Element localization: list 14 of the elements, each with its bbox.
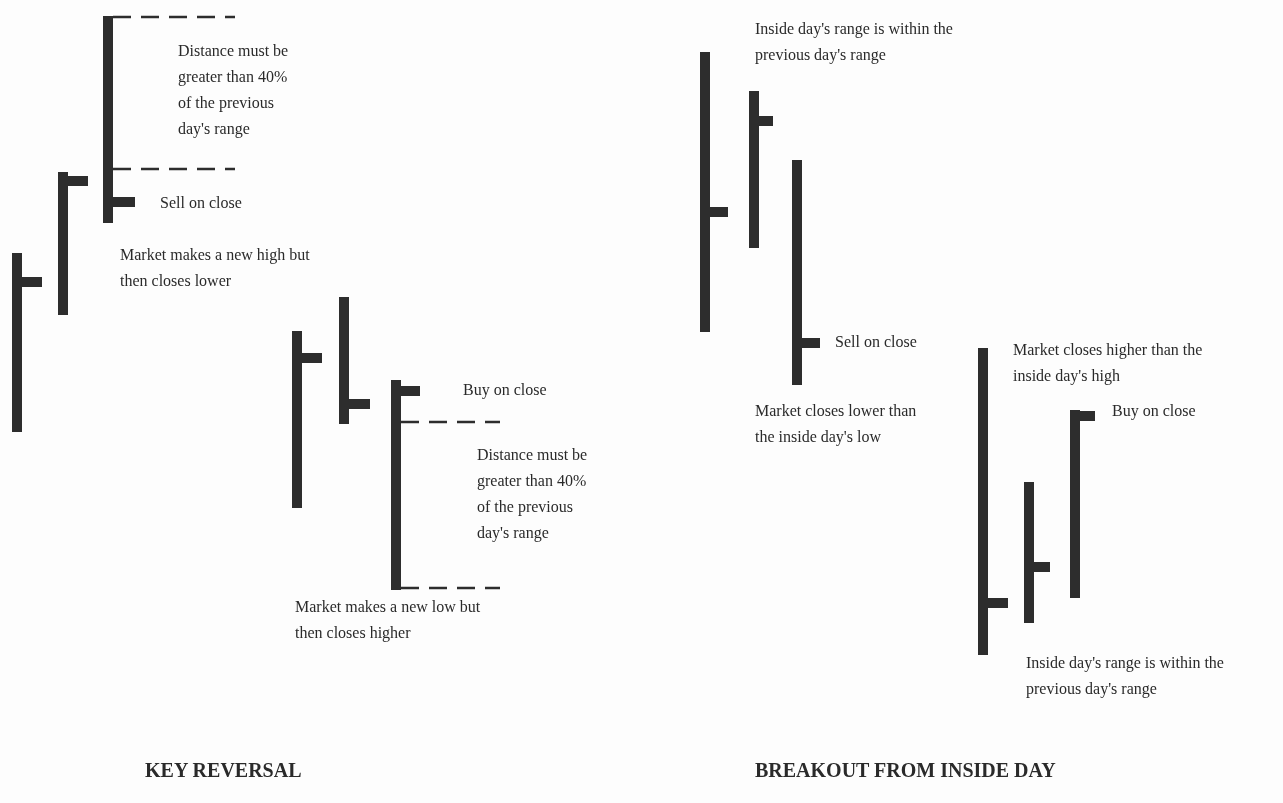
annotation-text: Distance must be greater than 40% of the previous day's range [178, 41, 290, 140]
annotation-text: Distance must be greater than 40% of the previous day's range [477, 445, 589, 544]
annotation-text: Sell on close [835, 332, 918, 352]
annotation-text: Buy on close [463, 380, 548, 401]
annotation-text: Market closes lower than the inside day's low [755, 401, 918, 448]
panel-title: KEY REVERSAL [145, 758, 303, 782]
annotation-text: Market makes a new high but then closes lower [120, 245, 311, 291]
annotation-text: Inside day's range is within the previous day's range [1026, 653, 1225, 700]
annotation-text: Market closes higher than the inside day's high [1013, 340, 1203, 387]
panel-title: BREAKOUT FROM INSIDE DAY [755, 758, 1057, 782]
annotation-text: Buy on close [1112, 401, 1197, 422]
annotation-text: Market makes a new low but then closes higher [295, 597, 482, 644]
annotation-text: Inside day's range is within the previous day's range [755, 19, 954, 66]
annotation-text: Sell on close [160, 193, 243, 213]
